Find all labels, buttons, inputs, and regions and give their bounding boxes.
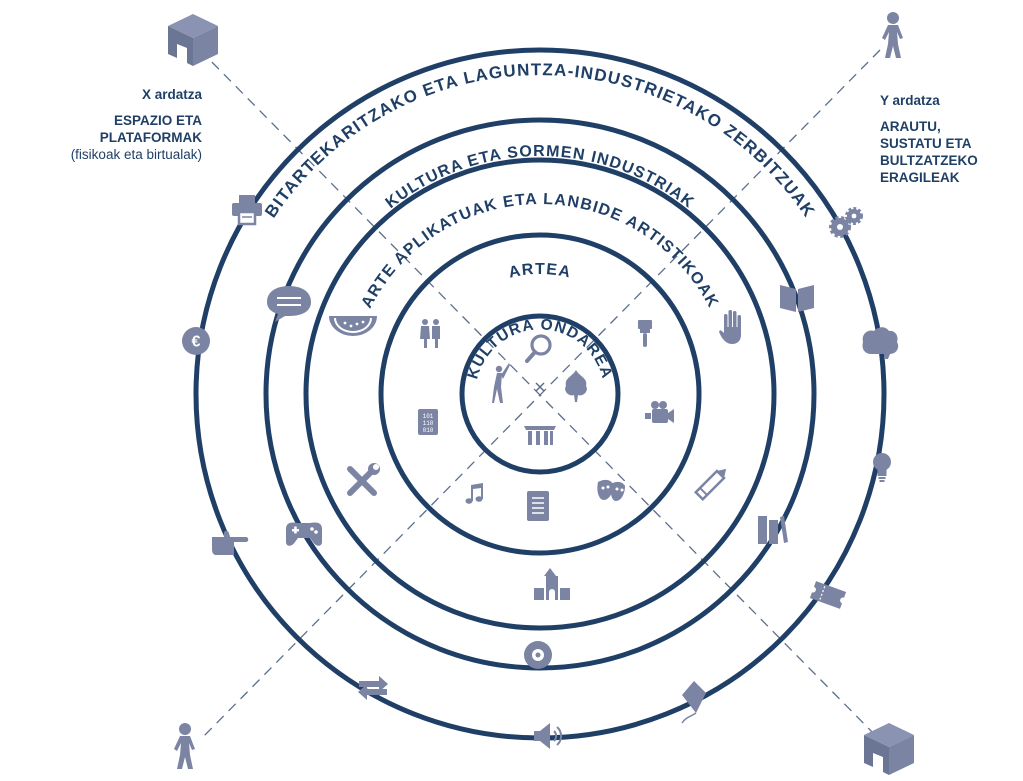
svg-text:101: 101	[423, 413, 434, 420]
ring-label-kultura-ondarea: KULTURA ONDAREA	[464, 316, 614, 381]
person-figure-icon	[174, 723, 195, 769]
books-icon	[758, 516, 788, 544]
pointing-hand-icon	[212, 530, 249, 555]
svg-text:KULTURA ONDAREA: KULTURA ONDAREA	[464, 316, 615, 381]
tools-icon	[347, 463, 380, 496]
ring-label-artea: ARTEA	[507, 261, 572, 282]
pencil-icon	[693, 468, 727, 502]
euro-icon: €	[182, 327, 210, 355]
svg-text:010: 010	[423, 427, 434, 434]
cube-house-icon	[168, 14, 218, 66]
svg-text:ARTEA: ARTEA	[507, 261, 573, 282]
y-axis-line	[199, 49, 881, 741]
svg-text:ARTE APLIKATUAK ETA LANBIDE AR: ARTE APLIKATUAK ETA LANBIDE ARTISTIKOAK	[358, 191, 721, 311]
ticket-icon	[809, 581, 847, 609]
tribune-icon	[524, 426, 556, 445]
ring-arte-aplikatuak	[303, 157, 777, 631]
lightbulb-icon	[873, 453, 891, 482]
book-icon	[780, 285, 814, 312]
ring-artea	[378, 232, 702, 556]
transfer-arrows-icon	[358, 676, 388, 700]
x-axis-line3: (fisikoak eta birtualak)	[70, 147, 202, 162]
x-axis-title: X ardatza	[141, 87, 202, 102]
printer-icon	[232, 195, 262, 226]
brain-icon	[862, 327, 899, 359]
binary-tablet-icon: 101 110 010	[418, 409, 438, 435]
speech-bubble-icon	[267, 286, 311, 322]
ring-kultura-ondarea	[459, 313, 621, 475]
building-blocks-icon	[534, 568, 570, 600]
cube-house-icon	[864, 723, 914, 775]
y-axis-line3: BULTZATZEKO	[880, 153, 978, 168]
center-cross-icon	[535, 382, 545, 392]
y-axis-line1: ARAUTU,	[880, 119, 941, 134]
y-axis-line4: ERAGILEAK	[880, 170, 960, 185]
gamepad-icon	[286, 522, 322, 546]
ring-label-arte-aplikatuak: ARTE APLIKATUAK ETA LANBIDE ARTISTIKOAK	[358, 191, 720, 311]
people-icon	[420, 319, 440, 348]
music-note-icon	[465, 483, 483, 504]
gears-icon	[829, 207, 863, 238]
y-axis-line2: SUSTATU ETA	[880, 136, 972, 151]
magnifier-icon	[525, 334, 552, 363]
theater-masks-icon	[597, 479, 625, 501]
leaf-icon	[565, 370, 587, 402]
x-axis-line1: ESPAZIO ETA	[113, 113, 202, 128]
watermelon-icon	[329, 316, 377, 336]
speaker-icon	[534, 723, 563, 749]
y-axis-title: Y ardatza	[880, 93, 940, 108]
x-axis-line2: PLATAFORMAK	[99, 130, 202, 145]
ebook-icon	[527, 491, 549, 521]
person-figure-icon	[882, 12, 903, 58]
kite-icon	[681, 681, 706, 724]
x-axis-legend: X ardatza ESPAZIO ETA PLATAFORMAK (fisik…	[20, 86, 202, 163]
hand-icon	[719, 310, 741, 344]
svg-text:€: €	[192, 334, 201, 351]
dancer-icon	[492, 363, 510, 403]
video-camera-icon	[645, 401, 674, 423]
paintbrush-icon	[638, 320, 652, 347]
svg-text:110: 110	[423, 420, 434, 427]
disc-icon	[524, 641, 552, 669]
y-axis-legend: Y ardatza ARAUTU, SUSTATU ETA BULTZATZEK…	[880, 92, 1020, 186]
